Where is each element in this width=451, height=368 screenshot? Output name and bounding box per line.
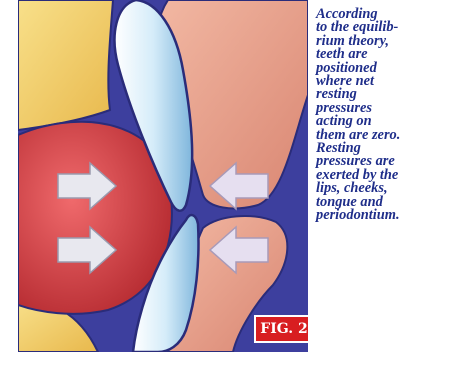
figure-caption: According to the equilib- rium theory, t…	[316, 8, 448, 223]
caption-line: periodontium.	[316, 209, 448, 222]
diagram-canvas	[18, 0, 308, 352]
upper-cheek	[18, 0, 113, 130]
equilibrium-diagram: FIG. 2	[18, 0, 308, 352]
figure-label: FIG. 2	[254, 315, 308, 343]
